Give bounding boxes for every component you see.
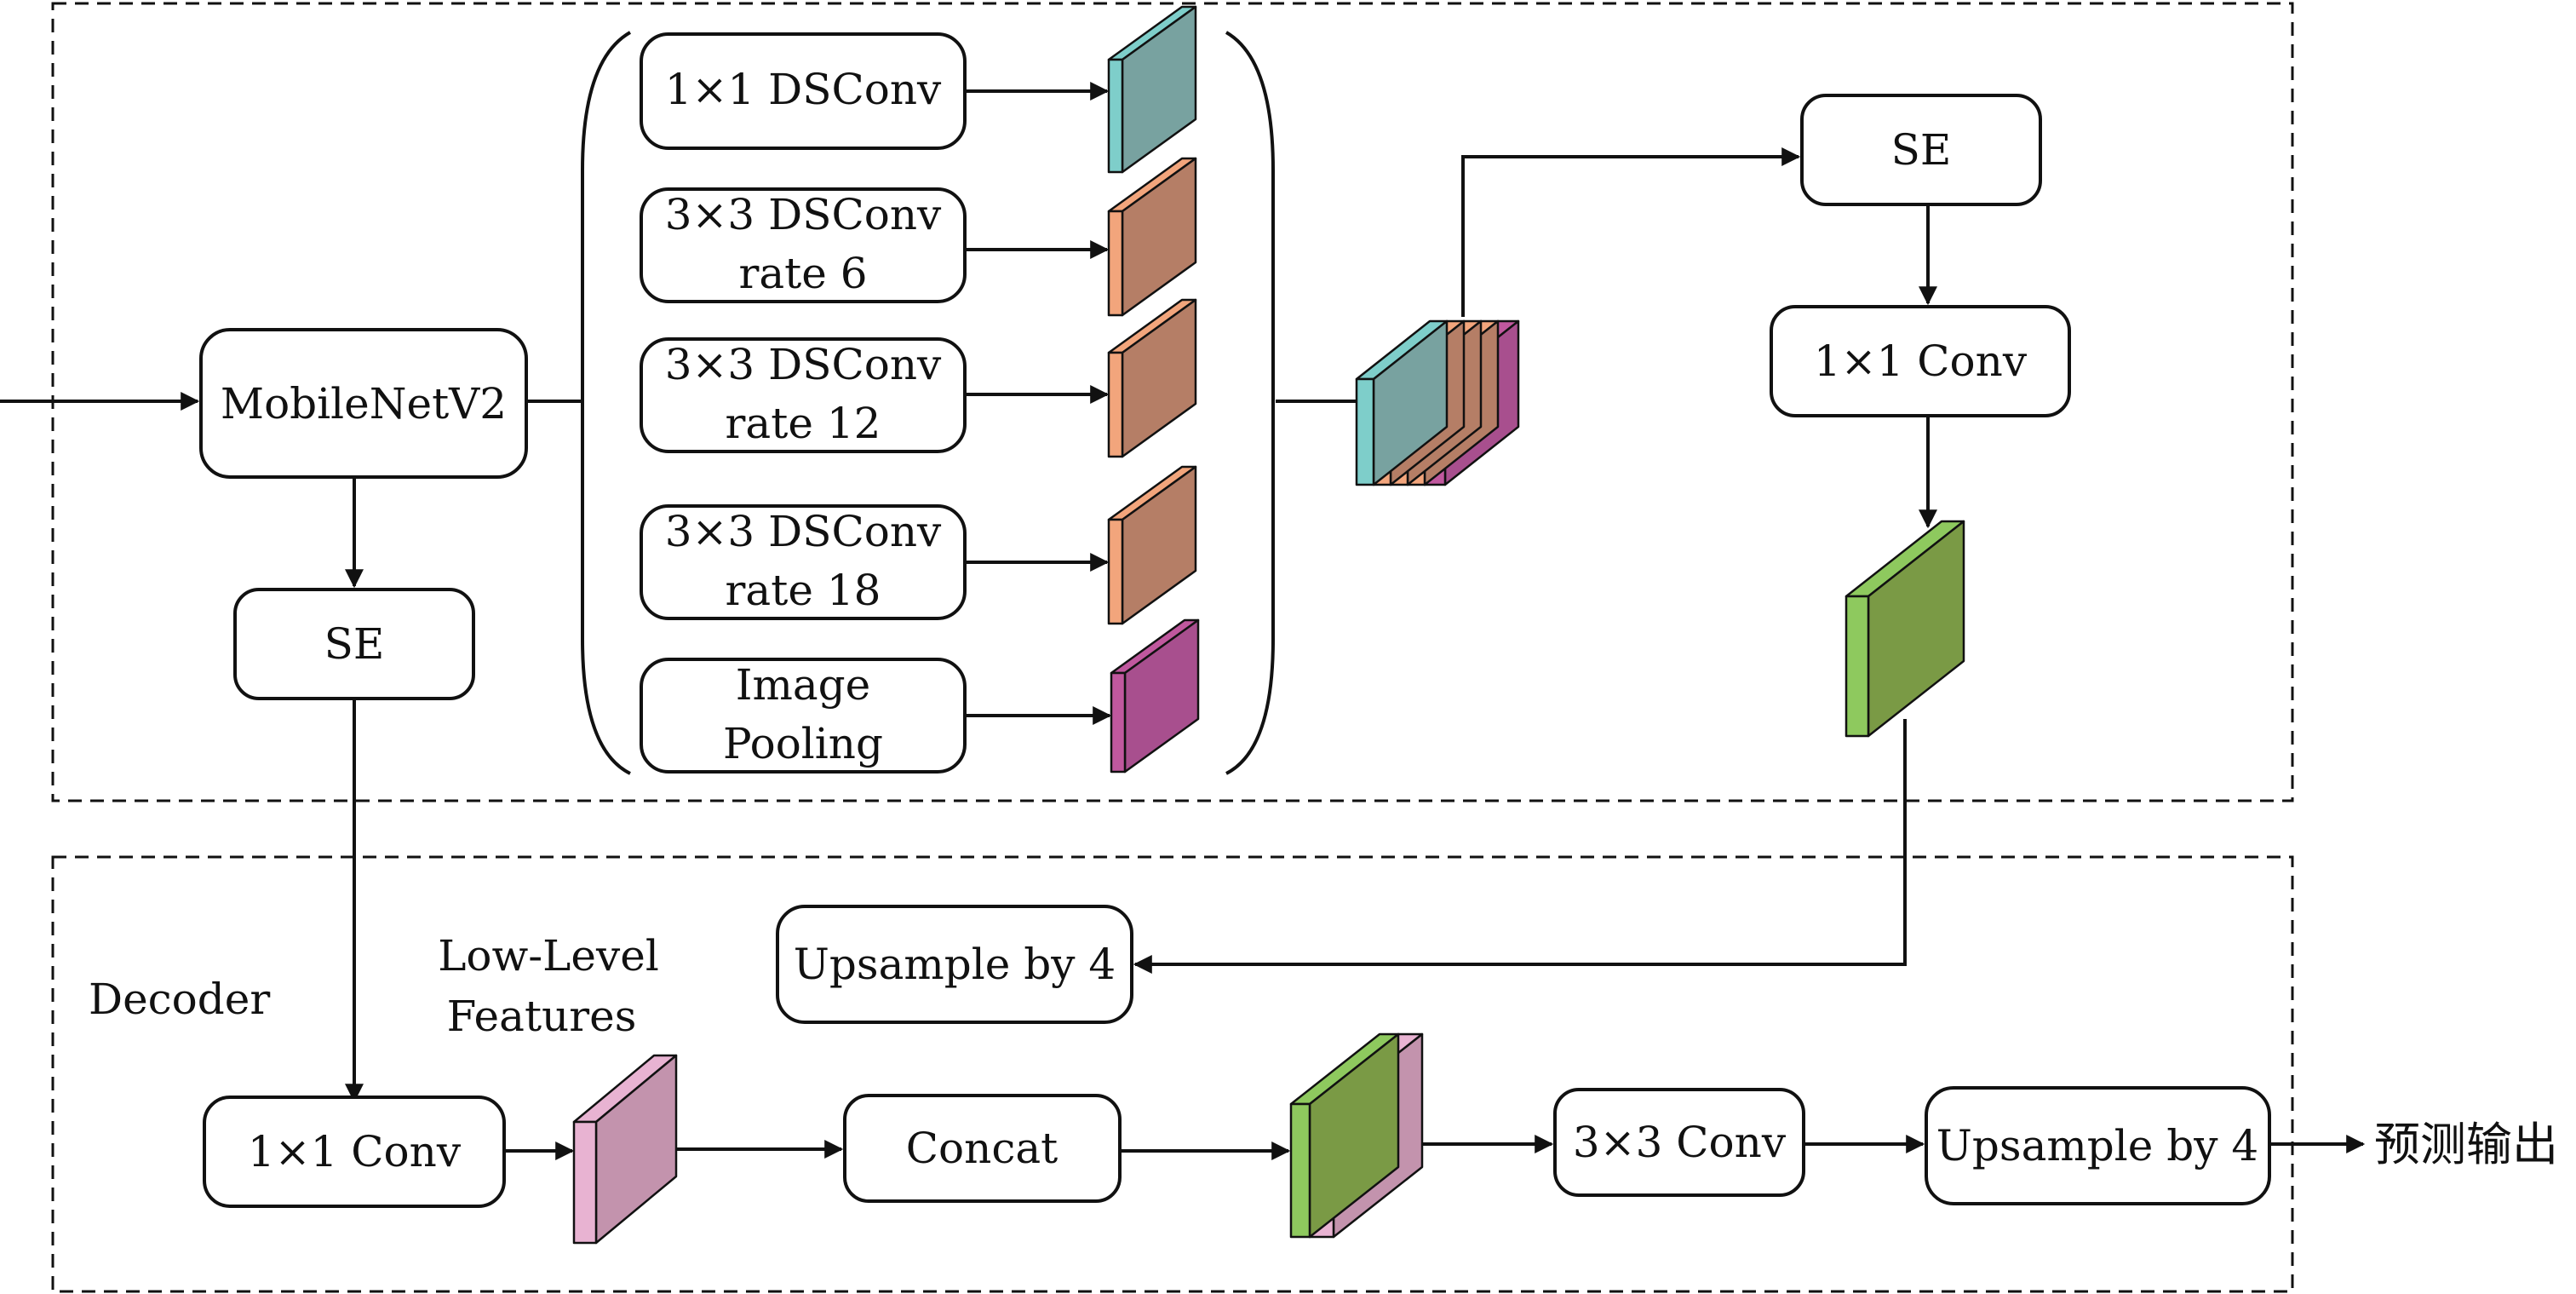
aspp-box-5 xyxy=(640,658,967,774)
connectors xyxy=(0,82,2366,1160)
output-label: 预测输出 xyxy=(2374,1118,2558,1171)
conv3-label: 3×3 Conv xyxy=(1573,1118,1787,1167)
branch-5-feature-front xyxy=(1110,671,1127,774)
low-conv-box xyxy=(203,1096,506,1208)
branch-4-feature-front xyxy=(1107,518,1124,625)
aspp-box-1 xyxy=(640,32,967,150)
backbone-box xyxy=(199,328,528,479)
backbone-label: MobileNetV2 xyxy=(221,379,507,428)
upsample-top-box xyxy=(776,905,1133,1024)
branch-1-feature-front xyxy=(1107,58,1124,174)
aspp-label-3b: rate 12 xyxy=(726,399,881,448)
aspp-label-4a: 3×3 DSConv xyxy=(665,507,942,556)
upsample-final-box xyxy=(1925,1086,2271,1205)
aspp-label-5b: Pooling xyxy=(723,719,883,768)
feature-maps xyxy=(572,5,1965,1245)
backbone-se-label: SE xyxy=(324,619,385,669)
low-level-label-1: Low-Level xyxy=(438,931,659,981)
aspp-label-2b: rate 6 xyxy=(738,249,867,298)
head-se-box xyxy=(1800,94,2042,206)
branch-3-feature-front xyxy=(1107,351,1124,458)
backbone-se-box xyxy=(233,588,475,700)
aspp-stack-layer-1-front xyxy=(1355,377,1375,486)
aspp-label-5a: Image xyxy=(736,660,871,710)
aspp-right-bracket xyxy=(1225,31,1275,775)
aspp-label-1: 1×1 DSConv xyxy=(665,65,942,114)
low-level-label-2: Features xyxy=(447,992,637,1041)
aspp-box-3 xyxy=(640,337,967,453)
aspp-box-4 xyxy=(640,504,967,620)
decoder-container xyxy=(51,855,2294,1293)
low-conv-label: 1×1 Conv xyxy=(248,1127,462,1176)
branch-2-feature-front xyxy=(1107,210,1124,317)
upsample-final-label: Upsample by 4 xyxy=(1936,1121,2258,1170)
concat-stack-enc-front xyxy=(1289,1102,1311,1239)
aspp-left-bracket xyxy=(581,31,631,775)
feature-to-upsample-arrow xyxy=(1133,719,1907,974)
concat-box xyxy=(843,1094,1122,1203)
decoder-section-label: Decoder xyxy=(89,975,270,1024)
upsample-top-label: Upsample by 4 xyxy=(794,940,1116,989)
aspp-label-2a: 3×3 DSConv xyxy=(665,190,942,239)
head-conv-box xyxy=(1770,305,2071,417)
head-conv-label: 1×1 Conv xyxy=(1814,336,2028,386)
low-level-feature-front xyxy=(572,1120,598,1245)
concat-to-se-arrow xyxy=(1461,147,1801,317)
encoder-output-feature-front xyxy=(1845,595,1870,738)
concat-label: Concat xyxy=(906,1124,1058,1173)
aspp-label-4b: rate 18 xyxy=(726,566,881,615)
aspp-box-2 xyxy=(640,187,967,303)
aspp-label-3a: 3×3 DSConv xyxy=(665,340,942,389)
head-se-label: SE xyxy=(1891,125,1952,175)
conv3-box xyxy=(1553,1088,1805,1197)
boxes xyxy=(199,32,2271,1208)
